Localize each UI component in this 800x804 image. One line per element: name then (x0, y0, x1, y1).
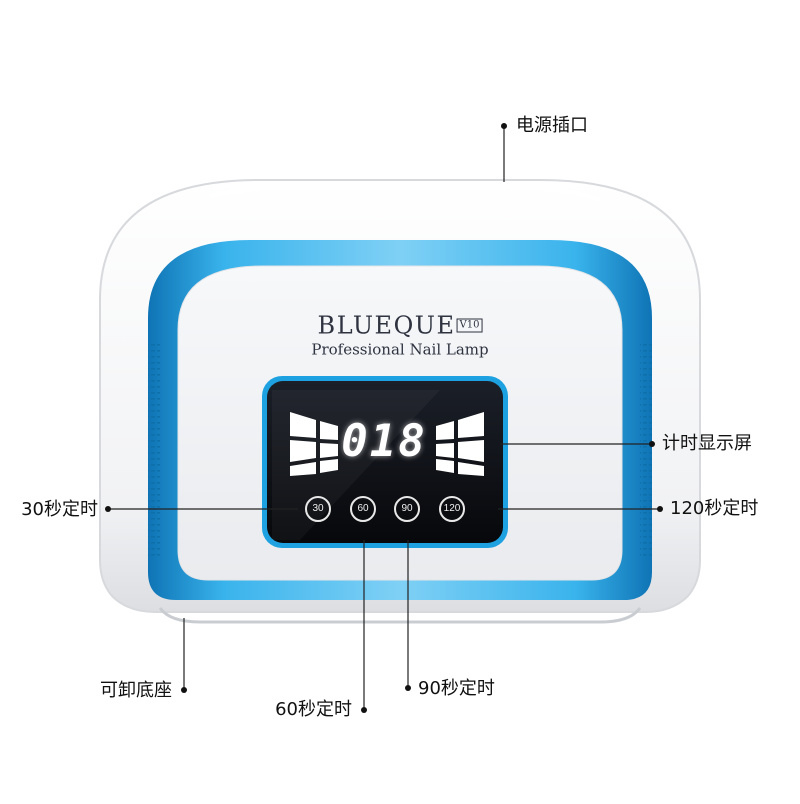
callout-timer-90: 90秒定时 (418, 678, 495, 699)
brand-name: BLUEQUE (317, 311, 456, 340)
model-badge: V10 (456, 318, 483, 333)
callout-power-port: 电源插口 (516, 115, 588, 136)
vent-right (640, 340, 652, 560)
callout-timer-60: 60秒定时 (275, 699, 352, 720)
timer-readout: 018 (341, 416, 427, 467)
light-bar-right-icon (436, 412, 484, 476)
light-bar-left-icon (290, 412, 338, 476)
callout-lines (108, 126, 660, 708)
brand-subtitle: Professional Nail Lamp (311, 340, 489, 359)
timer-120-button[interactable]: 120 (439, 496, 465, 522)
callout-dots (105, 123, 663, 713)
timer-30-button[interactable]: 30 (305, 496, 331, 522)
vent-left (148, 340, 160, 560)
timer-60-button[interactable]: 60 (350, 496, 376, 522)
timer-90-button[interactable]: 90 (394, 496, 420, 522)
callout-detachable-base: 可卸底座 (100, 680, 172, 701)
lamp-base (158, 607, 642, 624)
callout-timer-120: 120秒定时 (670, 498, 759, 519)
callout-timer-30: 30秒定时 (21, 499, 98, 520)
callout-timer-display: 计时显示屏 (662, 433, 752, 454)
